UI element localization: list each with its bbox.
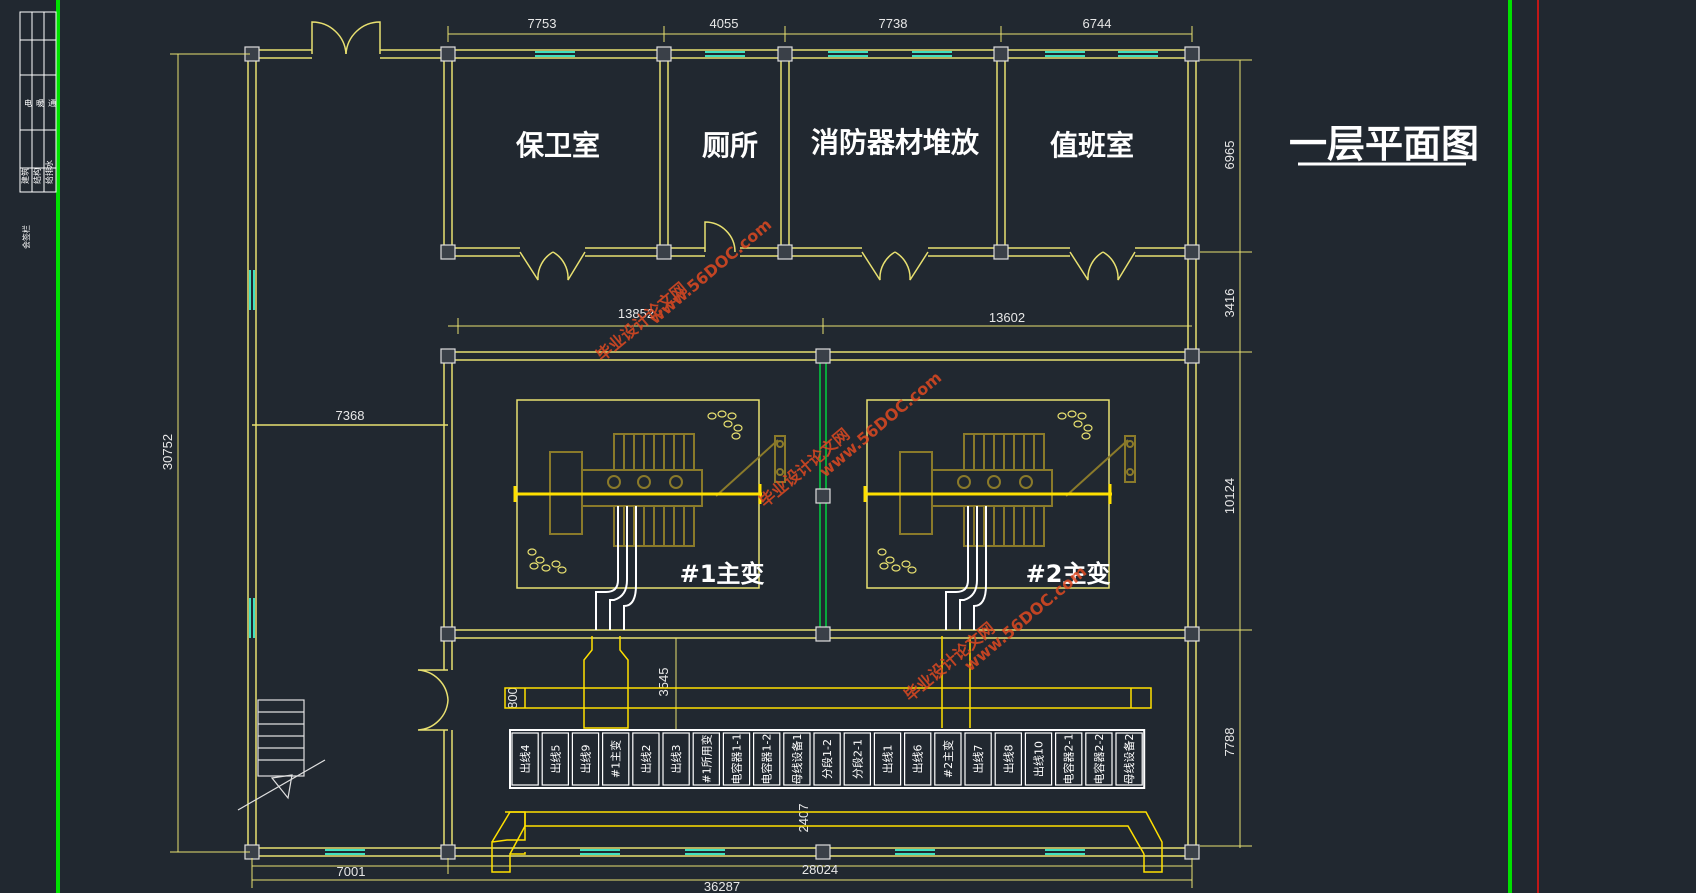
- transformer-2-label: #2主变: [1026, 560, 1111, 588]
- stairs: [237, 699, 326, 811]
- switchgear-panel: [1024, 732, 1053, 786]
- switchgear-panel-label: 母线设备1: [790, 734, 804, 785]
- switchgear-panel-label: 电容器1-1: [730, 734, 744, 785]
- dim-mid-1: 13852: [618, 306, 654, 321]
- switchgear-panel: [752, 732, 781, 786]
- dim-top-4: 6744: [1083, 16, 1112, 31]
- dim-right-4: 7788: [1222, 728, 1237, 757]
- dim-mid-2: 13602: [989, 310, 1025, 325]
- switchgear-panel-label: 出线1: [881, 745, 895, 774]
- switchgear-panel: [1085, 732, 1113, 786]
- dim-top-1: 7753: [528, 16, 557, 31]
- dim-left-total: 30752: [160, 434, 175, 470]
- switchgear-panel-label: 出线5: [548, 745, 562, 774]
- switchgear-panel: [1115, 732, 1143, 786]
- switchgear-panel-label: 电容器1-2: [760, 734, 774, 785]
- switchgear-panel: [601, 732, 630, 786]
- switchgear-panel-label: 电容器2-2: [1092, 734, 1106, 785]
- drawing-title: 一层平面图: [1289, 122, 1479, 166]
- watermark-group: www.56DOC.com 毕业设计论文网 www.56DOC.com 毕业设计…: [592, 215, 1090, 705]
- dim-right-3: 10124: [1222, 478, 1237, 514]
- switchgear-panel: [511, 732, 539, 786]
- switchgear-panel: [934, 732, 962, 786]
- legend-bottom-3: 给排水: [44, 160, 54, 184]
- dim-bottom-left: 7001: [337, 864, 366, 879]
- dim-left-room: 7368: [336, 408, 365, 423]
- switchgear-panel-label: 电容器2-1: [1062, 734, 1076, 785]
- switchgear-panels: 出线4 出线5 出线9 #1主变 出线2 出线3 #1所用变 电容器1-1 电容器1-2 母线设备…: [509, 729, 1146, 789]
- switchgear-panel: [662, 732, 690, 786]
- legend-row-2: 暖: [36, 99, 44, 108]
- switchgear-panel: [692, 732, 721, 786]
- legend-bottom-1: 建筑: [20, 168, 30, 184]
- switchgear-panel-label: #2主变: [941, 740, 955, 778]
- dim-top-2: 4055: [710, 16, 739, 31]
- dim-bottom-gap: 2407: [796, 804, 811, 833]
- switchgear-panel: [903, 732, 932, 786]
- cable-trench: [491, 636, 1163, 873]
- switchgear-panel: [632, 732, 660, 786]
- transformer-1-label: #1主变: [680, 560, 765, 588]
- switchgear-panel-label: 出线2: [639, 745, 653, 774]
- switchgear-panel: [722, 732, 751, 786]
- room-label-toilet: 厕所: [702, 129, 758, 162]
- switchgear-panel: [873, 732, 902, 786]
- switchgear-panel-label: 出线7: [971, 745, 985, 774]
- switchgear-panel-label: #1主变: [609, 740, 623, 778]
- switchgear-panel-label: 出线4: [518, 745, 532, 774]
- switchgear-panel: [843, 732, 872, 786]
- legend-bottom-2: 结构: [32, 168, 42, 184]
- switchgear-panel-label: 母线设备2: [1122, 734, 1136, 785]
- switchgear-panel: [994, 732, 1023, 786]
- windows: [249, 51, 1158, 855]
- switchgear-panel-label: 出线3: [669, 745, 683, 774]
- switchgear-panel: [783, 732, 811, 786]
- switchgear-panel: [964, 732, 992, 786]
- legend-row-1: 电: [24, 98, 32, 108]
- transformer-1: [513, 399, 786, 630]
- dim-bottom-total: 36287: [704, 879, 740, 893]
- transformer-2: [863, 399, 1136, 630]
- room-label-guard: 保卫室: [516, 129, 600, 162]
- dim-top-3: 7738: [879, 16, 908, 31]
- watermark-site-2: www.56DOC.com: [815, 368, 945, 481]
- dimension-lines: [170, 26, 1252, 888]
- switchgear-panel-label: 出线8: [1001, 745, 1015, 774]
- dim-right-2: 3416: [1222, 289, 1237, 318]
- columns: [244, 46, 1200, 860]
- dim-right-1: 6965: [1222, 141, 1237, 170]
- switchgear-panel-label: 出线6: [911, 745, 925, 774]
- room-label-fire-equipment: 消防器材堆放: [811, 126, 980, 159]
- switchgear-panel-label: 分段1-2: [820, 739, 834, 779]
- switchgear-panel-label: 分段2-1: [850, 739, 864, 779]
- switchgear-panel-label: #1所用变: [699, 734, 713, 783]
- countersign-label: 会签栏: [21, 225, 31, 249]
- countersign-table: [19, 11, 57, 193]
- doors: [311, 21, 1136, 731]
- switchgear-panel: [1054, 732, 1083, 786]
- legend-row-3: 通: [48, 98, 56, 108]
- dim-cable-height: 3545: [656, 668, 671, 697]
- switchgear-panel-label: 出线9: [579, 745, 593, 774]
- panel-row-outline: [509, 729, 1146, 789]
- room-label-duty: 值班室: [1050, 129, 1134, 162]
- switchgear-panel: [571, 732, 600, 786]
- dim-bottom-right: 28024: [802, 862, 838, 877]
- switchgear-panel: [541, 732, 570, 786]
- switchgear-panel: [813, 732, 841, 786]
- outer-walls: [247, 49, 1197, 857]
- switchgear-panel-label: 出线10: [1032, 741, 1046, 777]
- dim-cable-width: 800: [505, 687, 520, 709]
